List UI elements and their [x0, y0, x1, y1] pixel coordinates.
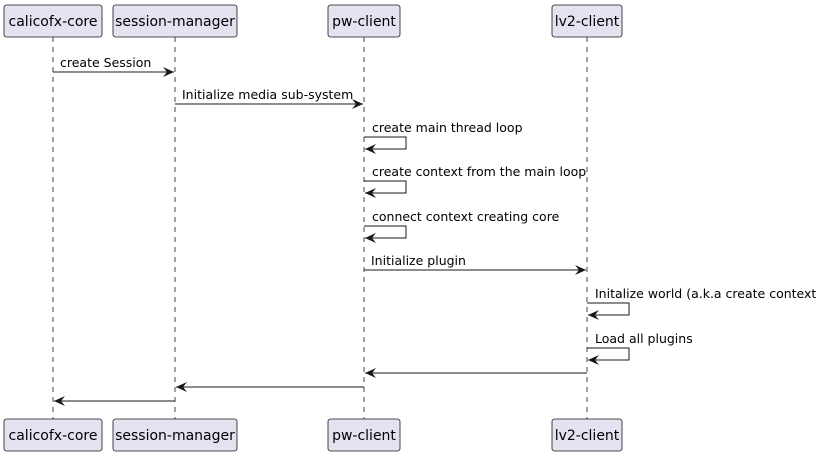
message-2: Initialize media sub-system [175, 87, 363, 109]
participant-label: session-manager [115, 14, 235, 30]
self-message-arrow [364, 136, 407, 154]
message-5: connect context creating core [364, 209, 560, 243]
participant-session-manager-bottom: session-manager [112, 418, 238, 452]
message-label: create Session [60, 55, 151, 70]
participant-box [112, 418, 238, 452]
participant-box [3, 418, 103, 452]
message-label: Initialize media sub-system [182, 87, 353, 102]
message-6: Initialize plugin [364, 253, 586, 275]
participant-pw-client-top: pw-client [327, 4, 401, 38]
self-message-arrow [587, 302, 630, 320]
self-message-arrow [587, 347, 630, 365]
participant-pw-client-bottom: pw-client [327, 418, 401, 452]
message-label: Initialize plugin [371, 253, 466, 268]
message-3: create main thread loop [364, 120, 523, 154]
message-1: create Session [53, 55, 174, 77]
participant-session-manager-top: session-manager [112, 4, 238, 38]
participant-box [327, 418, 401, 452]
participant-label: calicofx-core [9, 14, 98, 30]
participant-label: session-manager [115, 428, 235, 444]
message-label: connect context creating core [372, 209, 560, 224]
self-message-arrow [364, 180, 407, 198]
participant-lv2-client-top: lv2-client [551, 4, 623, 38]
participant-calicofx-core-top: calicofx-core [3, 4, 103, 38]
message-label: Initalize world (a.k.a create context) [595, 286, 817, 301]
message-4: create context from the main loop [364, 164, 586, 198]
message-7: Initalize world (a.k.a create context) [587, 286, 817, 320]
participant-label: lv2-client [555, 14, 620, 30]
participant-label: pw-client [332, 14, 396, 30]
participant-label: pw-client [332, 428, 396, 444]
participant-label: calicofx-core [9, 428, 98, 444]
message-label: Load all plugins [595, 331, 693, 346]
participant-label: lv2-client [555, 428, 620, 444]
participant-calicofx-core-bottom: calicofx-core [3, 418, 103, 452]
message-label: create main thread loop [372, 120, 523, 135]
message-8: Load all plugins [587, 331, 693, 365]
self-message-arrow [364, 225, 407, 243]
participant-box [3, 4, 103, 38]
message-label: create context from the main loop [372, 164, 586, 179]
participant-box [327, 4, 401, 38]
participant-box [112, 4, 238, 38]
participant-box [551, 4, 623, 38]
participant-lv2-client-bottom: lv2-client [551, 418, 623, 452]
participant-box [551, 418, 623, 452]
